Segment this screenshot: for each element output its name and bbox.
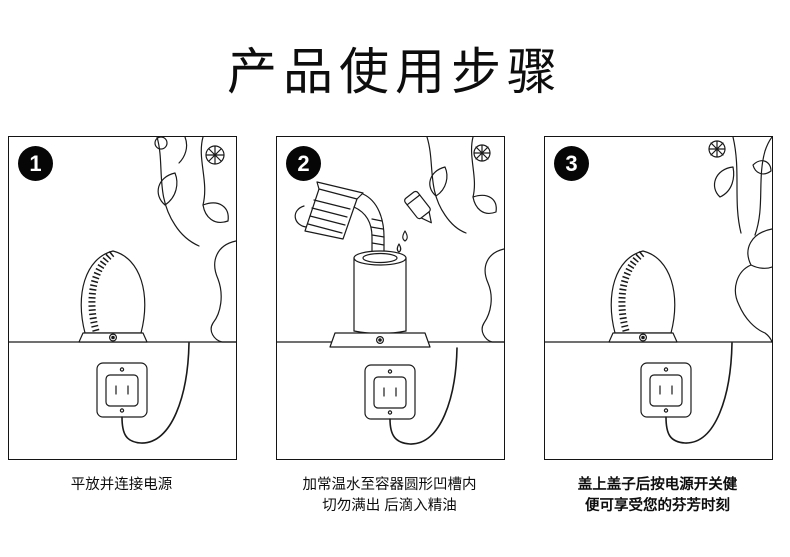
power-cable: [121, 342, 190, 444]
step-2-illustration: [277, 137, 504, 445]
water-pitcher-icon: [294, 181, 364, 240]
power-socket-icon: [364, 364, 416, 420]
power-cable: [665, 342, 733, 444]
step-2-number-badge: 2: [286, 146, 321, 181]
vase-icon: [734, 228, 772, 343]
step-1-panel: 1: [8, 136, 237, 460]
step-1-illustration: [9, 137, 236, 444]
step-3-caption: 盖上盖子后按电源开关健 便可享受您的芬芳时刻: [544, 475, 771, 517]
diffuser-device-icon: [608, 250, 678, 343]
flower-art: [154, 137, 229, 247]
step-3: 3: [544, 136, 773, 517]
power-cable: [389, 347, 458, 445]
step-3-panel: 3: [544, 136, 773, 460]
caption-line: 便可享受您的芬芳时刻: [585, 498, 730, 514]
flower-art: [708, 137, 772, 236]
step-3-illustration: [545, 137, 772, 444]
step-2-caption: 加常温水至容器圆形凹槽内 切勿满出 后滴入精油: [276, 475, 503, 517]
diffuser-device-icon: [78, 250, 148, 343]
step-1: 1: [8, 136, 237, 517]
vase-icon: [210, 240, 236, 343]
step-2-panel: 2: [276, 136, 505, 460]
steps-row: 1: [0, 136, 790, 517]
oil-dropper-icon: [396, 190, 432, 253]
power-socket-icon: [640, 362, 692, 418]
caption-line: 切勿满出 后滴入精油: [322, 498, 457, 514]
flower-art: [426, 137, 497, 234]
page-title: 产品使用步骤: [227, 44, 563, 100]
caption-line: 加常温水至容器圆形凹槽内: [302, 477, 477, 493]
step-2: 2: [276, 136, 505, 517]
step-3-number-badge: 3: [554, 146, 589, 181]
caption-line: 平放并连接电源: [70, 477, 173, 493]
step-1-caption: 平放并连接电源: [8, 475, 235, 496]
caption-line: 盖上盖子后按电源开关健: [577, 477, 738, 493]
step-1-number-badge: 1: [18, 146, 53, 181]
vase-icon: [481, 248, 504, 343]
power-socket-icon: [96, 362, 148, 418]
water-stream: [353, 193, 385, 253]
water-tank-icon: [329, 250, 431, 348]
page-header: 产品使用步骤: [0, 0, 790, 136]
